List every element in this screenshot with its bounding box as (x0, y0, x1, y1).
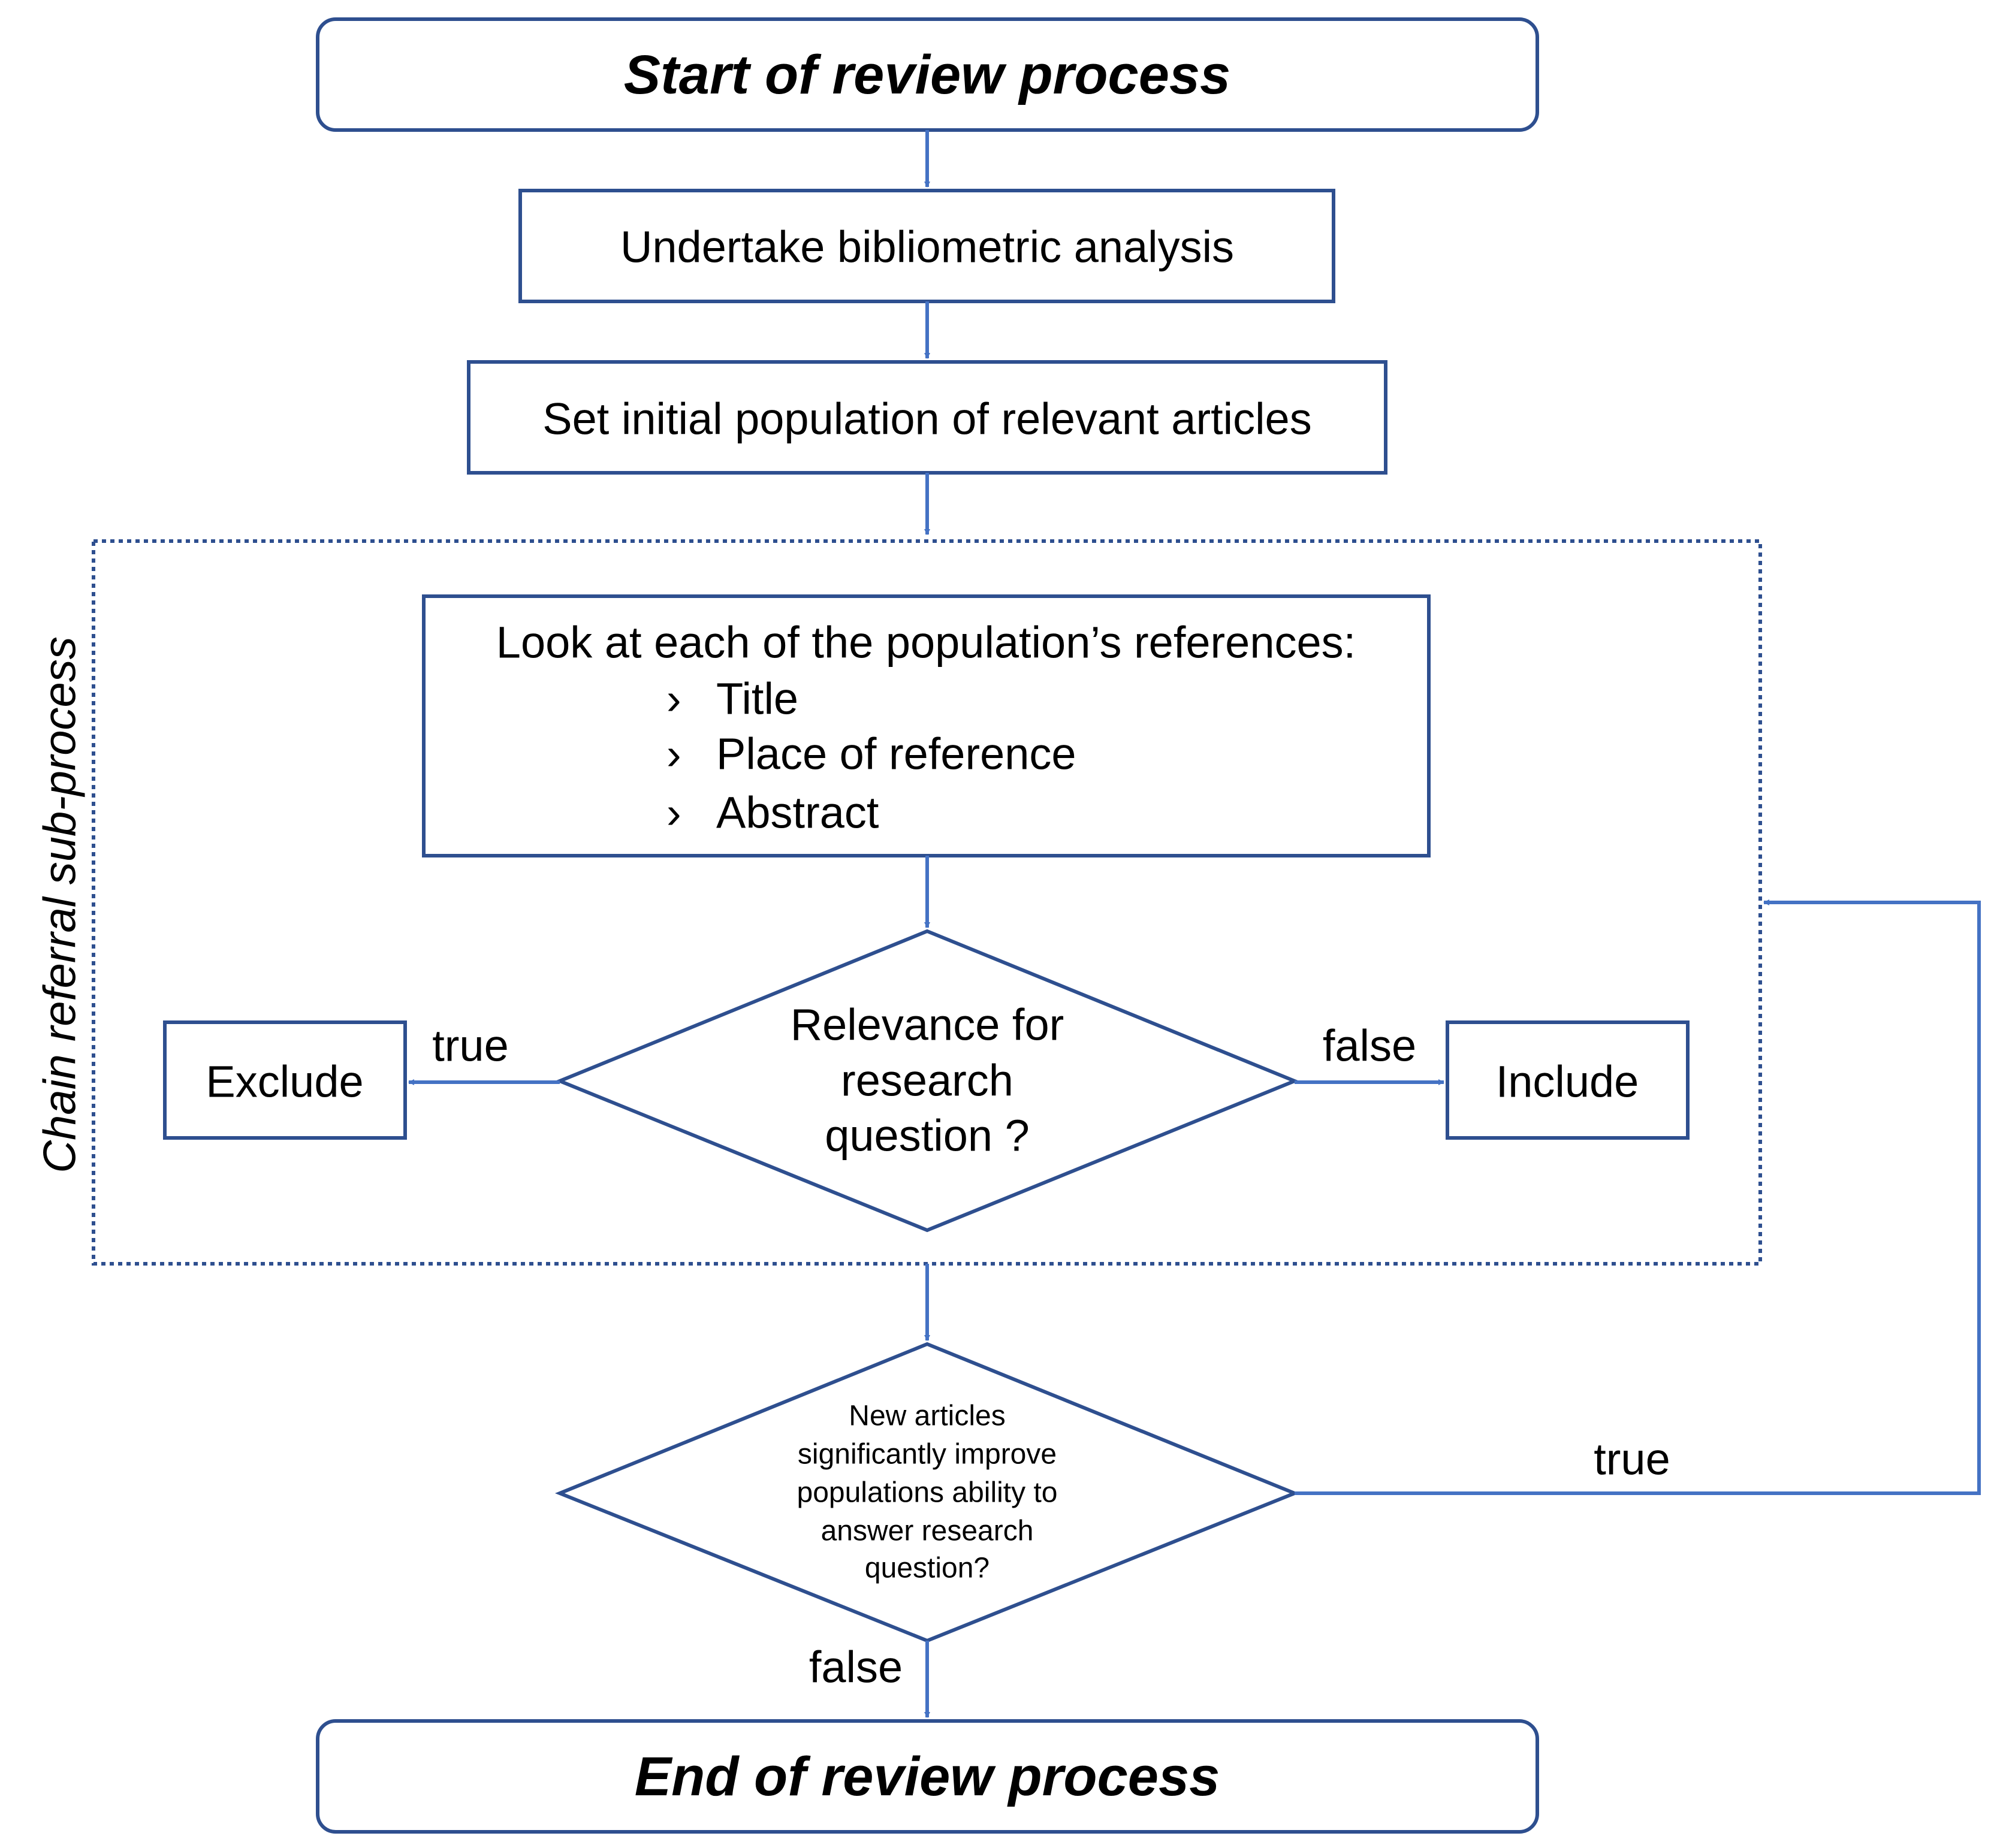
bibliometric-node-shape (518, 189, 1335, 303)
new-articles-line-2: significantly improve (798, 1439, 1057, 1470)
end-false-label: false (809, 1642, 903, 1692)
exclude-node-label: Exclude (206, 1057, 363, 1107)
new-articles-line-4: answer research (821, 1515, 1034, 1547)
subprocess-label: Chain referral sub-process (35, 636, 86, 1173)
look-bullet-2: › (666, 729, 681, 779)
relevance-decision-shape (555, 929, 1299, 1233)
include-node-shape (1446, 1020, 1690, 1140)
relevance-decision-line-2: research (841, 1056, 1013, 1106)
relevance-false-label: false (1323, 1021, 1416, 1071)
bibliometric-node: Undertake bibliometric analysis (518, 189, 1335, 303)
end-node-label: End of review process (635, 1746, 1220, 1807)
loop-true-label: true (1594, 1435, 1670, 1484)
include-node-label: Include (1496, 1057, 1639, 1107)
look-bullet-3: › (666, 788, 681, 838)
look-at-references-heading: Look at each of the population’s referen… (496, 618, 1356, 668)
include-node: Include (1446, 1020, 1690, 1140)
look-at-references-node-shape (422, 594, 1431, 857)
bibliometric-node-label: Undertake bibliometric analysis (620, 222, 1234, 272)
look-bullet-1: › (666, 674, 681, 724)
exclude-node: Exclude (163, 1020, 407, 1140)
new-articles-line-1: New articles (849, 1400, 1005, 1432)
new-articles-line-3: populations ability to (797, 1477, 1058, 1509)
arrow-loop-back-true (1295, 899, 1981, 1495)
relevance-decision-line-1: Relevance for (791, 1000, 1064, 1050)
look-at-references-node: Look at each of the population’s referen… (422, 594, 1431, 857)
start-node-label: Start of review process (624, 44, 1230, 105)
relevance-true-label: true (432, 1021, 509, 1071)
look-item-title: Title (716, 674, 798, 724)
end-node-shape (316, 1719, 1539, 1834)
new-articles-decision: New articles significantly improve popul… (554, 1342, 1300, 1643)
exclude-node-shape (163, 1020, 407, 1140)
initial-population-node: Set initial population of relevant artic… (467, 360, 1387, 475)
look-item-abstract: Abstract (716, 788, 879, 838)
end-node: End of review process (316, 1719, 1539, 1834)
relevance-decision-line-3: question ? (825, 1111, 1030, 1161)
look-item-place: Place of reference (716, 729, 1076, 779)
start-node: Start of review process (316, 17, 1539, 132)
initial-population-node-label: Set initial population of relevant artic… (542, 394, 1311, 444)
relevance-decision: Relevance for research question ? (555, 929, 1299, 1233)
new-articles-line-5: question? (865, 1553, 990, 1584)
